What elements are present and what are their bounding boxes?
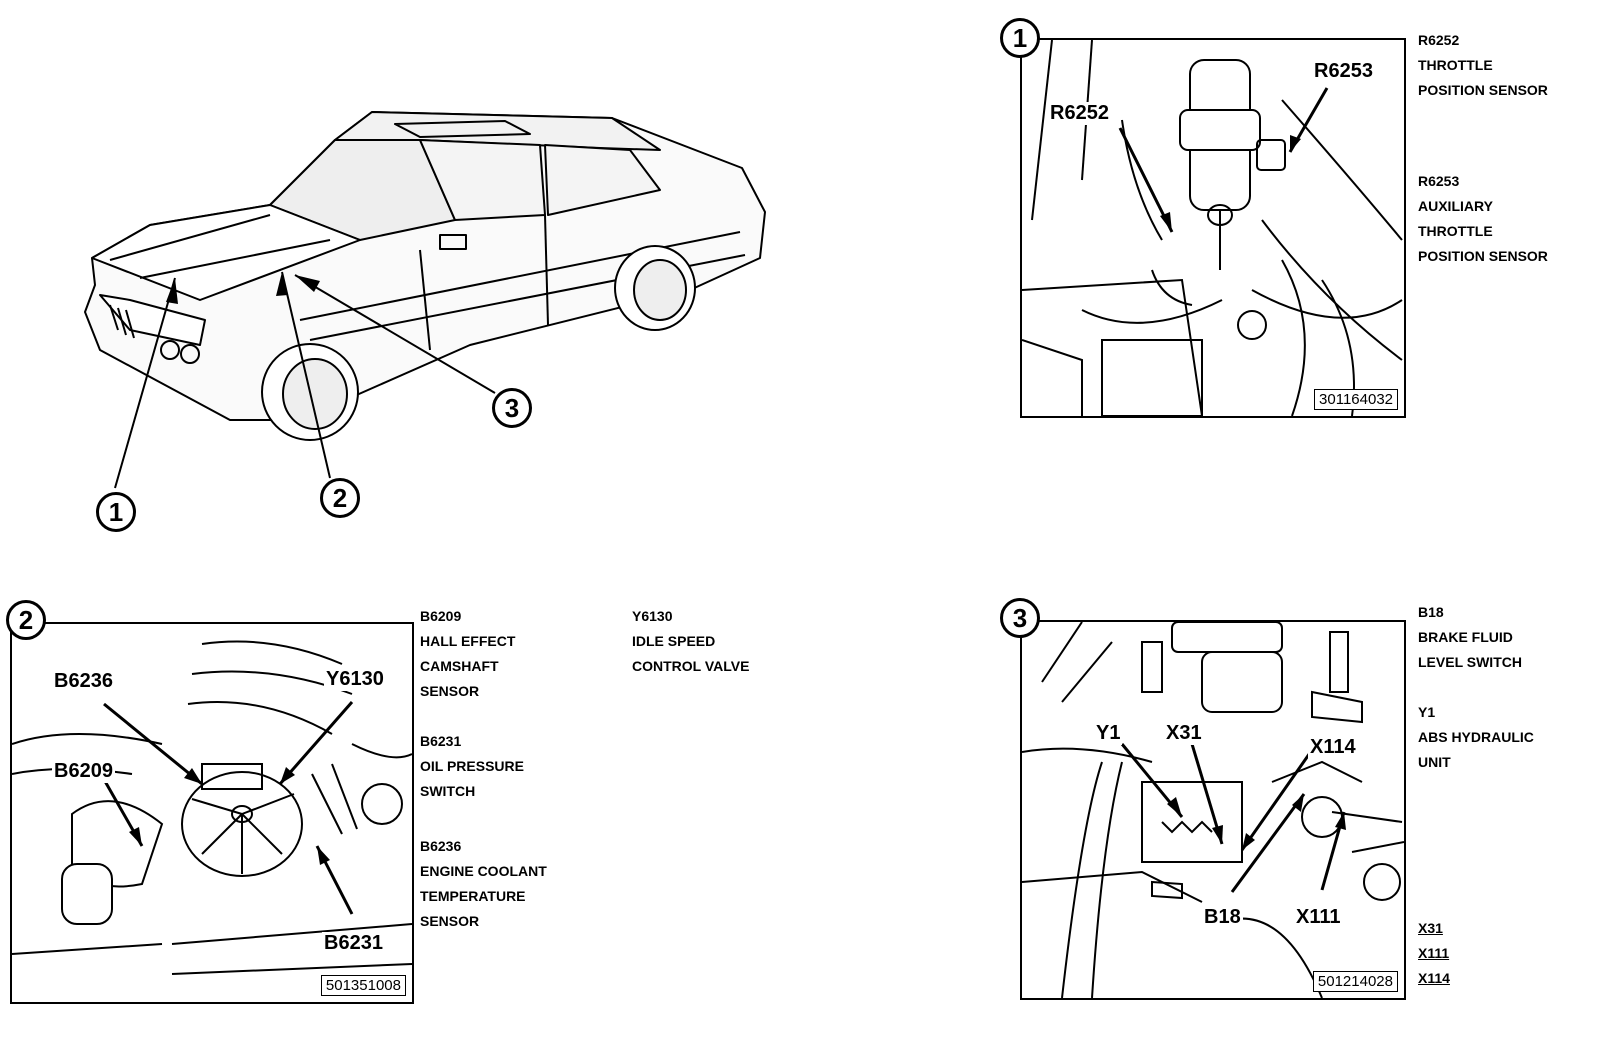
- legend-entry-r6253: R6253 AUXILIARY THROTTLE POSITION SENSOR: [1418, 173, 1548, 264]
- label-b6236: B6236: [52, 670, 115, 693]
- panel-1-image-id: 301164032: [1314, 389, 1398, 410]
- label-b6231: B6231: [322, 932, 385, 955]
- label-x31: X31: [1164, 722, 1204, 745]
- label-y6130: Y6130: [324, 668, 386, 691]
- panel-1-callout: 1: [1000, 18, 1040, 58]
- panel-3-legend: B18 BRAKE FLUID LEVEL SWITCH Y1 ABS HYDR…: [1418, 600, 1534, 775]
- panel-2-image-id: 501351008: [320, 975, 406, 996]
- panel-3-connector-list: X31 X111 X114: [1418, 916, 1450, 991]
- label-x114: X114: [1308, 736, 1358, 759]
- panel-1-legend: R6252 THROTTLE POSITION SENSOR R6253 AUX…: [1418, 28, 1548, 269]
- panel-2-legend-col2: Y6130 IDLE SPEED CONTROL VALVE: [632, 604, 749, 679]
- label-b6209: B6209: [52, 760, 115, 783]
- connector-x114: X114: [1418, 970, 1450, 986]
- car-illustration: [84, 111, 766, 489]
- panel-2-engine-detail: B6236 Y6130 B6209 B6231 501351008: [10, 622, 414, 1004]
- car-callout-2: 2: [320, 478, 360, 518]
- panel-2-legend-col1: B6209 HALL EFFECT CAMSHAFT SENSOR B6231 …: [420, 604, 547, 934]
- car-callout-1: 1: [96, 492, 136, 532]
- legend-entry-b18: B18 BRAKE FLUID LEVEL SWITCH: [1418, 604, 1522, 670]
- panel-2-callout: 2: [6, 600, 46, 640]
- label-r6252: R6252: [1048, 102, 1111, 125]
- connector-x111: X111: [1418, 945, 1450, 961]
- panel-3-callout: 3: [1000, 598, 1040, 638]
- legend-entry-b6231: B6231 OIL PRESSURE SWITCH: [420, 733, 524, 799]
- legend-entry-b6209: B6209 HALL EFFECT CAMSHAFT SENSOR: [420, 608, 516, 699]
- panel-3-drawing: [1022, 622, 1404, 998]
- legend-entry-b6236: B6236 ENGINE COOLANT TEMPERATURE SENSOR: [420, 838, 547, 929]
- legend-entry-y6130: Y6130 IDLE SPEED CONTROL VALVE: [632, 608, 750, 674]
- panel-3-image-id: 501214028: [1312, 971, 1398, 992]
- connector-x31: X31: [1418, 920, 1443, 936]
- panel-3-engine-detail: Y1 X31 X114 B18 X111 501214028: [1020, 620, 1406, 1000]
- car-callout-3: 3: [492, 388, 532, 428]
- label-b18: B18: [1202, 906, 1243, 929]
- label-y1: Y1: [1094, 722, 1123, 745]
- legend-entry-y1: Y1 ABS HYDRAULIC UNIT: [1418, 704, 1534, 770]
- panel-1-engine-detail: R6252 R6253 301164032: [1020, 38, 1406, 418]
- legend-entry-r6252: R6252 THROTTLE POSITION SENSOR: [1418, 32, 1548, 98]
- panel-1-drawing: [1022, 40, 1403, 416]
- label-x111: X111: [1294, 906, 1343, 929]
- label-r6253: R6253: [1312, 60, 1375, 83]
